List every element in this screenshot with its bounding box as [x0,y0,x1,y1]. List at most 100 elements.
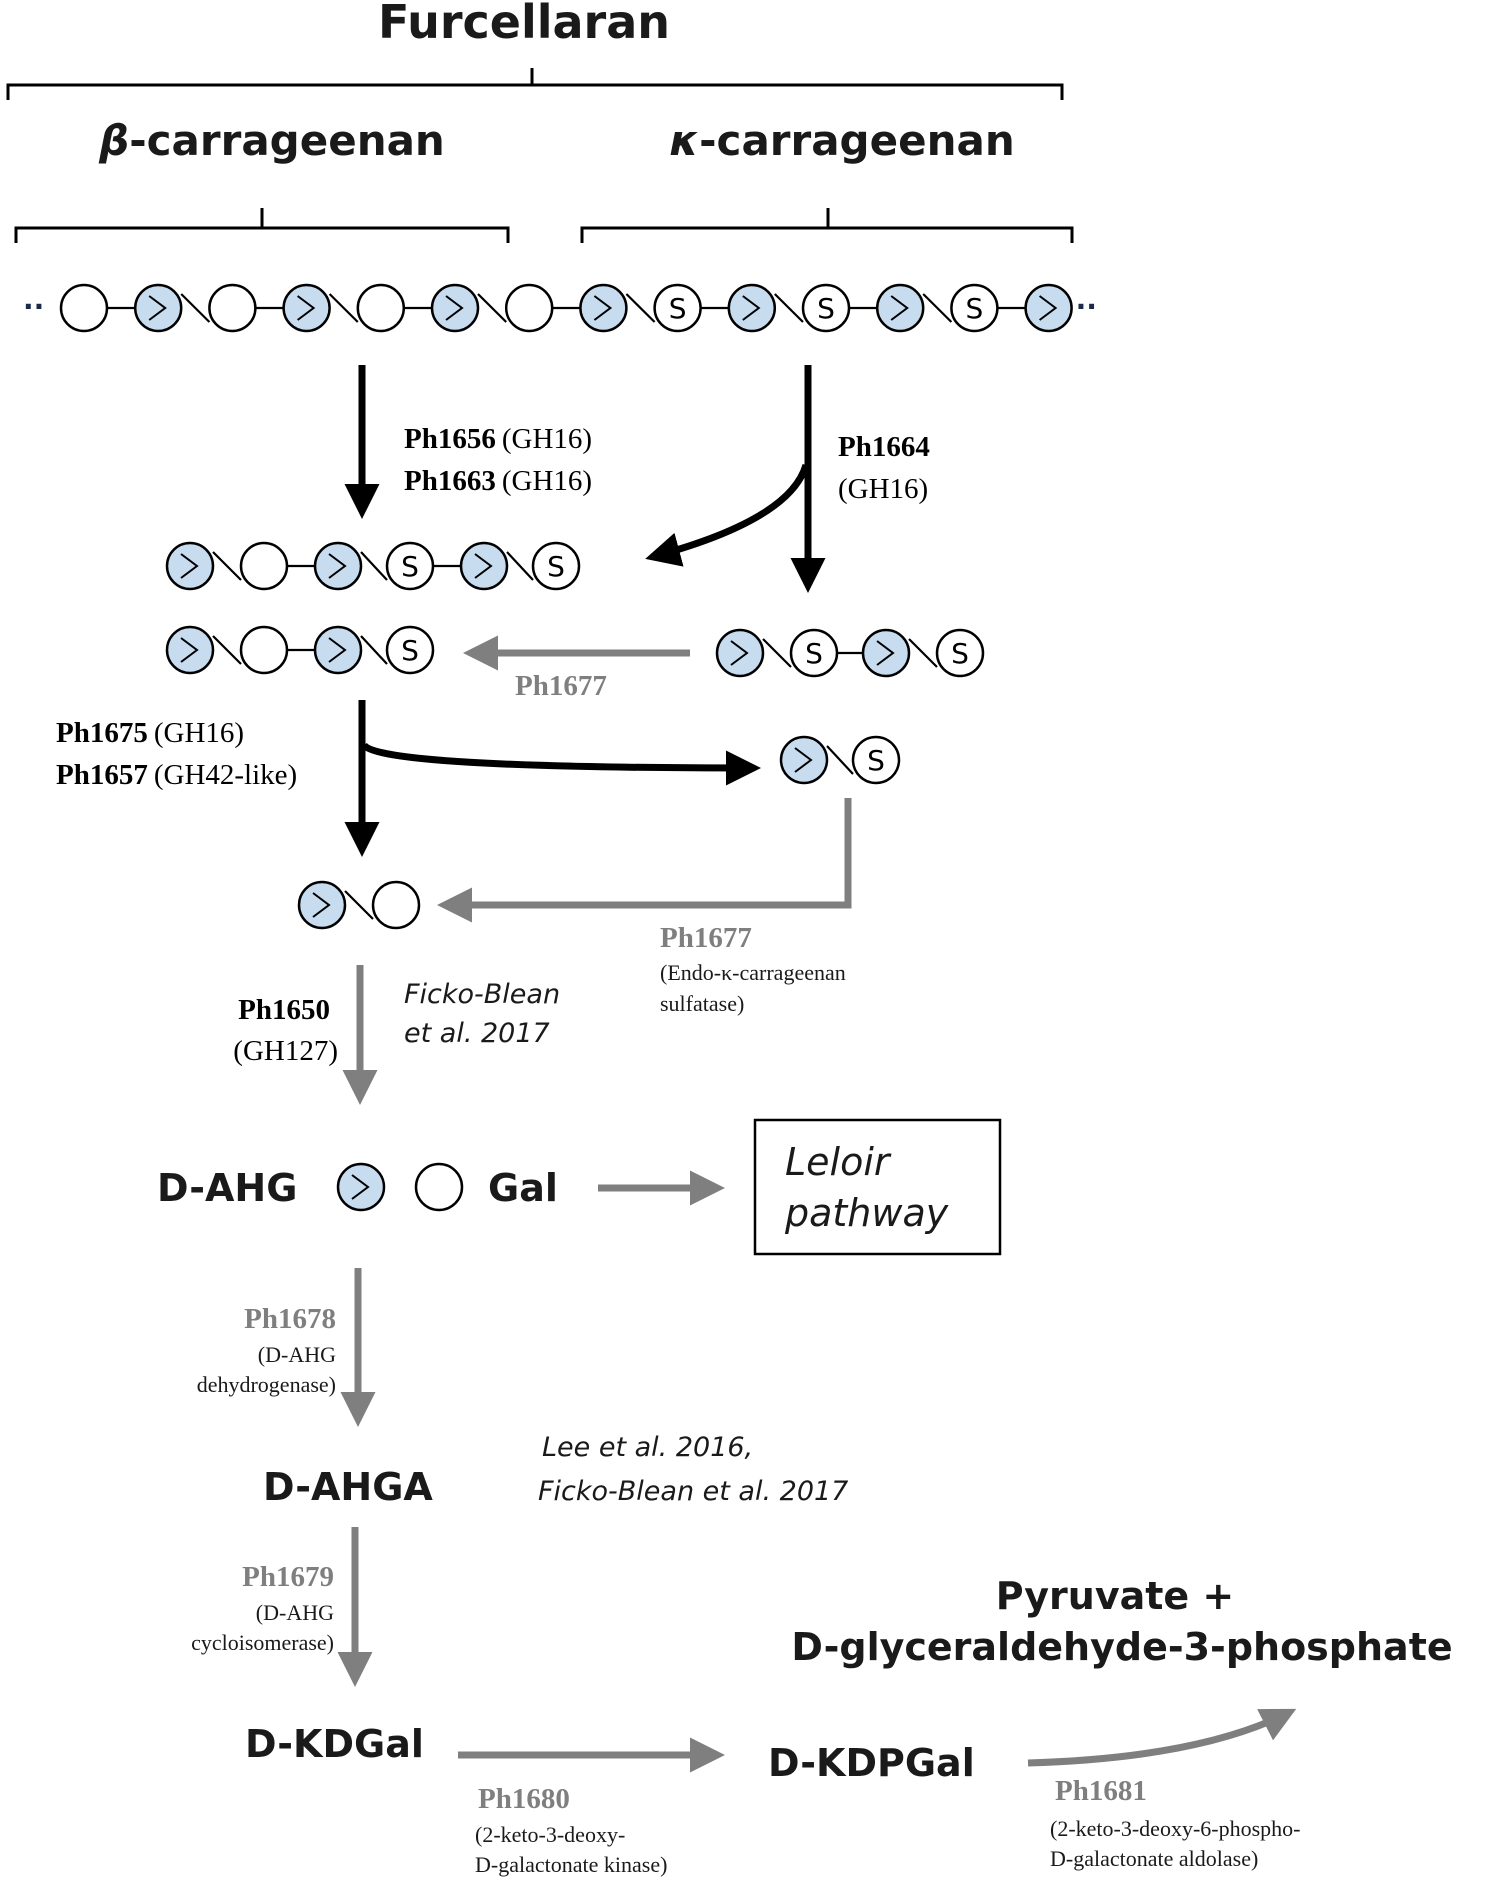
citation-lee-line1: Lee et al. 2016, [542,1432,753,1463]
label-ph1678-desc2: dehydrogenase) [197,1372,336,1397]
galactose-residue [208,283,257,333]
glycosidic-link [477,293,507,323]
label-ph1681-desc2: D-galactonate aldolase) [1050,1846,1258,1871]
kappa-symbol: κ [669,116,699,165]
label-ph1664-family: (GH16) [838,473,928,505]
label-ph1677-desc2: sulfatase) [660,991,744,1016]
galactose-residue-icon [414,1162,464,1212]
kappa-carrageenan-bracket [580,208,1074,243]
anhydro-bridge-icon [297,295,316,321]
anhydro-bridge-icon [890,295,909,321]
sulfate-label: S [401,550,419,583]
arrow-ph1664-curved [645,463,810,567]
label-ph1680-desc2: D-galactonate kinase) [475,1852,667,1877]
sulfated-galactose-residue [653,283,702,333]
ahg-residue [727,283,777,333]
ahg-residue [715,628,765,678]
sulfated-galactose-residue [801,283,851,333]
citation-ficko-blean-line1: Ficko-Blean [404,979,560,1010]
label-ph1650-family: (GH127) [233,1035,338,1067]
beta-carrageenan-label: β-carrageenan [98,116,445,165]
glycosidic-link [922,293,953,323]
ahg-residue [133,283,183,333]
anhydro-bridge-icon [794,747,813,773]
glycosidic-link [180,293,211,323]
ahg-residue [313,625,363,675]
glycosidic-link [212,635,242,665]
label-ph1680: Ph1680 [478,1783,570,1815]
glycosidic-link [908,638,938,668]
product-gal: Gal [488,1166,558,1210]
ahg-anhydro-bridge-icon [351,1174,370,1200]
ahg-residue [779,735,829,785]
arrow-ph1675-to-disaccharide [361,742,761,786]
label-ph1678: Ph1678 [244,1303,336,1335]
product-d-ahga: D-AHGA [263,1465,433,1509]
product-d-ahg: D-AHG [157,1166,297,1210]
sulfate-label: S [669,292,687,325]
label-ph1677-desc1: (Endo-κ-carrageenan [660,960,846,985]
ahg-residue [165,541,215,591]
label-ph1679-desc1: (D-AHG [256,1600,334,1625]
sulfated-galactose-residue [851,735,901,785]
furcellaran-bracket [6,68,1064,100]
glycosidic-link [625,293,656,323]
anhydro-bridge-icon [1039,295,1058,321]
label-ph1679: Ph1679 [242,1561,334,1593]
glycosidic-link [360,551,388,581]
anhydro-bridge-icon [328,637,347,663]
galactose-residue [59,283,109,333]
ahg-residue [282,283,331,333]
anhydro-bridge-icon [474,553,493,579]
citation-lee-line2: Ficko-Blean et al. 2017 [538,1476,848,1507]
label-ph1681: Ph1681 [1055,1775,1147,1807]
label-ph1664: Ph1664 [838,431,930,463]
kappa-carrageenan-suffix: -carrageenan [699,116,1015,165]
sulfate-label: S [966,292,984,325]
sulfated-galactose-residue [531,541,581,591]
sulfated-galactose-residue [789,628,839,678]
label-ph1677-top: Ph1677 [515,670,607,702]
sulfate-label: S [951,637,969,670]
glycosidic-link [762,638,792,668]
product-glyceraldehyde-3-phosphate: D-glyceraldehyde-3-phosphate [791,1625,1452,1669]
sulfated-galactose-residue [950,283,999,333]
chain-continuation-left: ·· [23,290,44,323]
ahg-residue [165,625,215,675]
label-ph1677-bottom: Ph1677 [660,922,752,954]
anhydro-bridge-icon [328,553,347,579]
label-ph1657: Ph1657(GH42-like) [56,759,297,791]
beta-symbol: β [98,116,129,165]
galactose-residue [371,880,421,930]
furcellaran-title: Furcellaran [378,0,670,49]
leloir-line2: pathway [784,1191,949,1235]
ahg-residue [1024,283,1073,333]
ahg-residue [430,283,480,333]
galactose-residue [356,283,406,333]
leloir-line1: Leloir [785,1140,892,1184]
product-pyruvate: Pyruvate + [996,1574,1235,1618]
sulfated-galactose-residue [385,541,435,591]
ahg-residue [459,541,509,591]
sulfated-galactose-residue [385,625,435,675]
label-ph1680-desc1: (2-keto-3-deoxy- [475,1822,625,1847]
product-d-kdpgal: D-KDPGal [768,1741,975,1785]
glycosidic-link [774,293,804,323]
glycosidic-link [826,745,854,775]
label-ph1650: Ph1650 [238,994,330,1026]
sulfate-label: S [817,292,835,325]
galactose-residue [239,541,289,591]
anhydro-bridge-icon [148,295,167,321]
ahg-residue [313,541,363,591]
beta-carrageenan-suffix: -carrageenan [129,116,445,165]
label-ph1675: Ph1675(GH16) [56,717,244,749]
label-ph1663: Ph1663(GH16) [404,465,592,497]
anhydro-bridge-icon [730,640,749,666]
ahg-residue [861,628,911,678]
glycosidic-link [506,551,534,581]
anhydro-bridge-icon [445,295,464,321]
anhydro-bridge-icon [876,640,895,666]
anhydro-bridge-icon [593,295,613,321]
